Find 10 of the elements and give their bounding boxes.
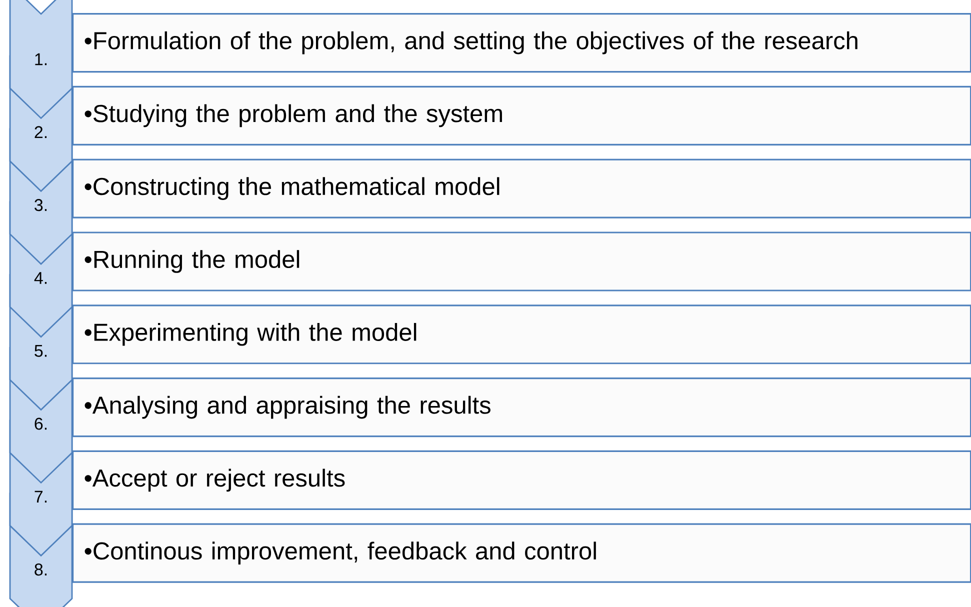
step-box: •Constructing the mathematical model xyxy=(72,158,971,218)
step-box: •Formulation of the problem, and setting the objectives of the research xyxy=(72,12,971,73)
step-box: •Experimenting with the model xyxy=(72,304,971,364)
step-box: •Studying the problem and the system xyxy=(72,86,971,146)
step-box: •Running the model xyxy=(72,232,971,292)
node-label: 8. xyxy=(34,564,47,576)
step-box: •Analysing and appraising the results xyxy=(72,378,971,438)
step-box: •Accept or reject results xyxy=(72,450,971,510)
step-box: •Continous improvement, feedback and control xyxy=(72,523,971,583)
chevron-step: 1. xyxy=(9,0,73,120)
